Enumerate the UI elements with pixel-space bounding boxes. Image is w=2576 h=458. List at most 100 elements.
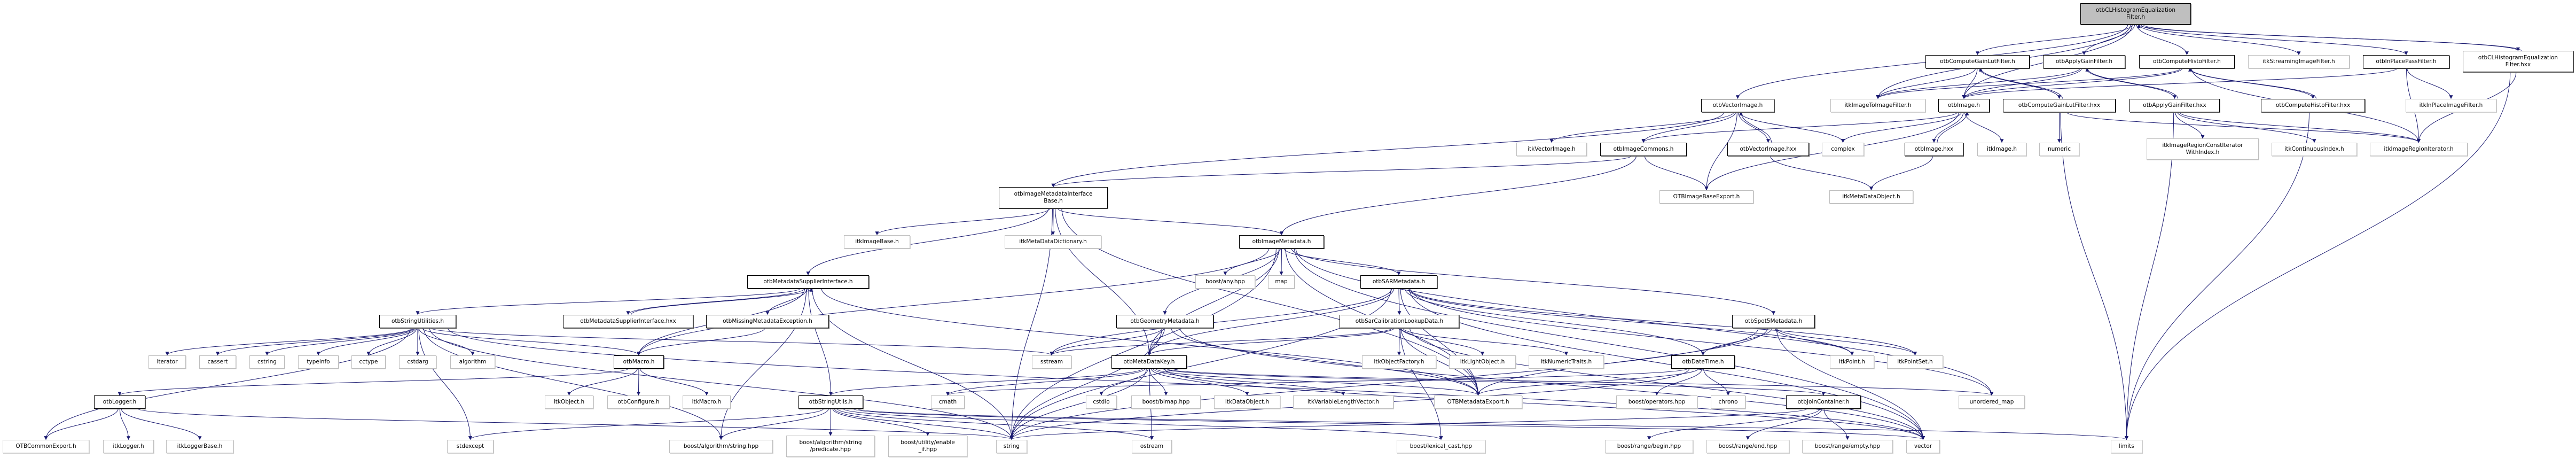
edge-msi-to-string (812, 288, 1014, 440)
node-img[interactable]: otbImage.h (1938, 98, 1990, 112)
edge-sar-to-ips (1408, 288, 1917, 356)
node-cstring: cstring (249, 355, 285, 369)
edge-mdk-to-ivlv (1153, 368, 1345, 396)
node-limits: limits (2111, 439, 2142, 453)
edge-scl-to-sstream (1050, 328, 1393, 356)
node-cctype: cctype (351, 355, 386, 369)
node-cstdarg: cstdarg (399, 355, 436, 369)
edge-vimg-to-complex (1739, 112, 1845, 143)
node-bpred: boost/algorithm/string /predicate.hpp (786, 436, 875, 457)
node-iterator: iterator (148, 355, 186, 369)
node-agfx[interactable]: otbApplyGainFilter.hxx (2129, 98, 2220, 112)
node-ivlv: itkVariableLengthVector.h (1293, 395, 1393, 409)
node-root[interactable]: otbCLHistogramEqualization Filter.h (2080, 3, 2191, 25)
node-chf[interactable]: otbComputeHistoFilter.h (2139, 55, 2235, 68)
edge-imd-to-mdk (1147, 248, 1280, 356)
edge-mdk-to-mexp (1155, 368, 1480, 396)
edge-agf-to-img (1962, 68, 2082, 99)
node-imd[interactable]: otbImageMetadata.h (1239, 235, 1324, 249)
node-imgx[interactable]: otbImage.hxx (1905, 142, 1963, 156)
edge-ipf-to-img (1962, 68, 2398, 99)
node-msix[interactable]: otbMetadataSupplierInterface.hxx (563, 314, 693, 328)
node-ilb: itkLoggerBase.h (166, 439, 233, 453)
edge-icom-to-imib (1051, 156, 1632, 188)
node-benable: boost/utility/enable _if.hpp (888, 436, 967, 457)
edge-su-to-cexp (44, 328, 411, 440)
node-rempty: boost/range/empty.hpp (1802, 439, 1893, 453)
node-dt[interactable]: otbDateTime.h (1671, 355, 1735, 369)
node-ipf[interactable]: otbInPlacePassFilter.h (2363, 55, 2449, 68)
edge-geom-to-string (1009, 328, 1162, 440)
node-iipf: itkInPlaceImageFilter.h (2406, 98, 2496, 112)
node-msi[interactable]: otbMetadataSupplierInterface.h (747, 275, 869, 289)
node-map: map (1268, 275, 1295, 289)
node-spot[interactable]: otbSpot5Metadata.h (1732, 314, 1815, 328)
edge-agfx-to-iri (2179, 112, 2421, 143)
edge-img-to-imgx (1932, 112, 1964, 143)
edge-mdk-to-sus (829, 368, 1144, 396)
edge-mdk-to-umap (1165, 368, 1994, 396)
node-stdexcept: stdexcept (447, 439, 494, 453)
node-imdd: itkMetaDataDictionary.h (1005, 235, 1101, 249)
node-bimap: boost/bimap.hpp (1131, 395, 1201, 409)
node-blex: boost/lexical_cast.hpp (1397, 439, 1485, 453)
edge-su-to-string (429, 328, 1014, 440)
edge-logger-to-ilb (121, 408, 202, 440)
edge-imd-to-string (1009, 248, 1277, 440)
node-iobj: itkObject.h (545, 395, 593, 409)
node-vimg[interactable]: otbVectorImage.h (1701, 98, 1774, 112)
edge-sar-to-mdk (1147, 288, 1395, 356)
edge-spot-to-ipt (1774, 328, 1854, 356)
edge-chf-to-img (1962, 68, 2183, 99)
edge-imd-to-vector (1294, 248, 1925, 440)
node-jc[interactable]: otbJoinContainer.h (1786, 395, 1861, 409)
edge-agfx-to-ircii (2175, 112, 2205, 139)
edge-imib-to-iib (875, 208, 1050, 236)
node-sus[interactable]: otbStringUtils.h (798, 395, 863, 409)
edge-scl-to-blex (1400, 328, 1443, 440)
edge-chf-to-i2i (1876, 68, 2181, 99)
node-ido: itkDataObject.h (1214, 395, 1280, 409)
node-ilo: itkLightObject.h (1449, 355, 1516, 369)
edge-imib-to-mdk (1055, 208, 1151, 356)
edge-rhxx-to-root (2137, 24, 2522, 51)
node-icom[interactable]: otbImageCommons.h (1600, 142, 1687, 156)
edge-vimgx-to-imdo (1769, 156, 1873, 191)
edge-sar-to-umap (1410, 288, 1994, 396)
node-cglfx[interactable]: otbComputeGainLutFilter.hxx (2003, 98, 2116, 112)
edge-agf-to-agfx (2085, 68, 2176, 99)
node-geom[interactable]: otbGeometryMetadata.h (1116, 314, 1213, 328)
node-su[interactable]: otbStringUtilities.h (379, 314, 456, 328)
node-chfx[interactable]: otbComputeHistoFilter.hxx (2261, 98, 2365, 112)
node-macro[interactable]: otbMacro.h (614, 355, 664, 369)
edge-logger-to-cexp (44, 408, 119, 440)
edge-geom-to-sstream (1050, 328, 1163, 356)
node-cglf[interactable]: otbComputeGainLutFilter.h (1925, 55, 2030, 68)
edge-agfx-to-cidx (2177, 112, 2316, 143)
node-cstdio: cstdio (1086, 395, 1117, 409)
edge-su-to-sstream (430, 328, 1054, 356)
node-bany: boost/any.hpp (1195, 275, 1255, 289)
node-mdk[interactable]: otbMetaDataKey.h (1111, 355, 1187, 369)
node-mme[interactable]: otbMissingMetadataException.h (706, 314, 829, 328)
node-rhxx[interactable]: otbCLHistogramEqualization Filter.hxx (2463, 51, 2573, 72)
node-imib[interactable]: otbImageMetadataInterface Base.h (999, 187, 1108, 208)
node-vimgx[interactable]: otbVectorImage.hxx (1727, 142, 1809, 156)
edge-macro-to-iobj (567, 368, 638, 396)
edge-cglf-to-i2i (1876, 68, 1976, 99)
node-logger[interactable]: otbLogger.h (94, 395, 145, 409)
edge-sus-to-bas (719, 408, 829, 440)
node-imac: itkMacro.h (683, 395, 731, 409)
node-agf[interactable]: otbApplyGainFilter.h (2043, 55, 2125, 68)
edge-geom-to-mdk (1147, 328, 1165, 356)
node-sar[interactable]: otbSARMetadata.h (1360, 275, 1437, 289)
edge-su-to-vector (447, 328, 1925, 440)
node-chrono: chrono (1711, 395, 1745, 409)
edge-cglfx-to-limits (2060, 112, 2128, 440)
edge-su-to-bas (423, 328, 723, 440)
node-bops: boost/operators.hpp (1616, 395, 1697, 409)
node-scl[interactable]: otbSarCalibrationLookupData.h (1340, 314, 1459, 328)
edge-vimg-to-ivimg (1549, 112, 1735, 143)
edge-root-to-agf (2082, 24, 2135, 56)
